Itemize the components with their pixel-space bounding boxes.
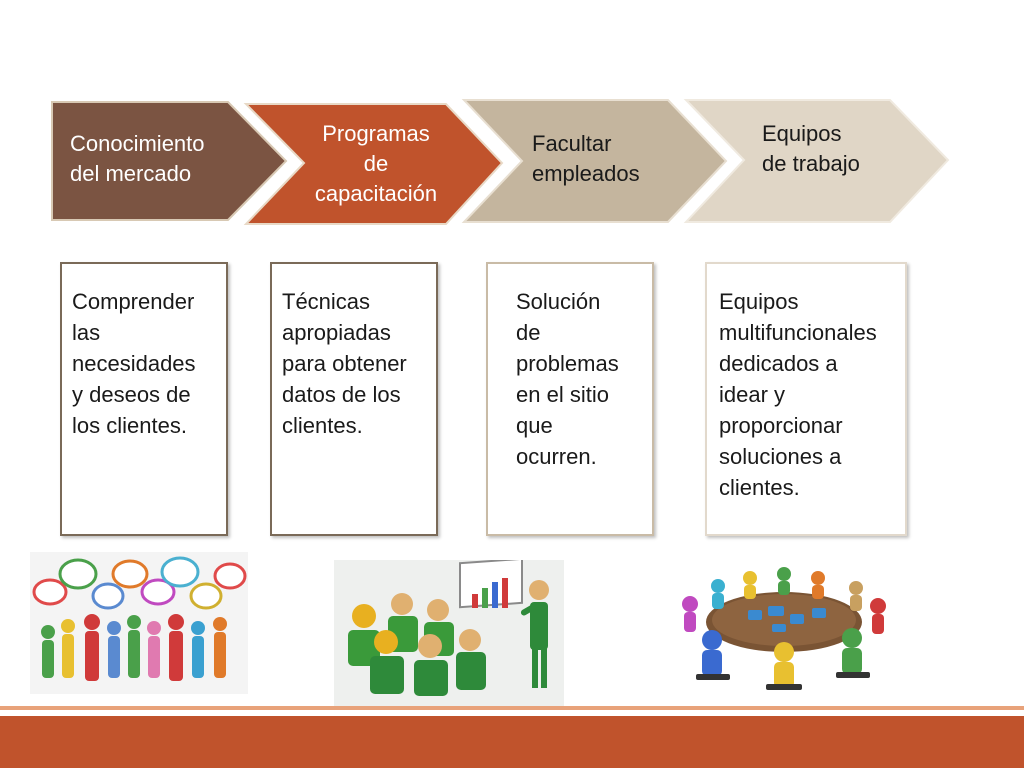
presenter-figure [520, 580, 549, 688]
chevron-step-2: Programas de capacitación [243, 100, 506, 225]
description-box-2: Técnicas apropiadas para obtener datos d… [270, 262, 438, 536]
footer-accent-line [0, 706, 1024, 710]
people-speech-bubbles-illustration [30, 552, 248, 694]
people-figures [41, 614, 227, 681]
chevron-step-4-shape [683, 99, 950, 223]
description-box-4: Equipos multifuncionales dedicados a ide… [705, 262, 907, 536]
chevron-step-1-label: Conocimiento del mercado [70, 131, 205, 186]
chevron-step-4: Equipos de trabajo [683, 99, 950, 223]
chevron-step-3: Facultar empleados [461, 99, 728, 223]
chairs [696, 672, 870, 690]
training-presentation-illustration [334, 560, 564, 706]
description-box-3-text: Solución de problemas en el sitio que oc… [516, 289, 619, 469]
description-box-1-text: Comprender las necesidades y deseos de l… [72, 289, 196, 438]
process-chevrons: Conocimiento del mercado Programas de ca… [0, 0, 1024, 240]
chevron-step-3-shape [461, 99, 728, 223]
speech-bubbles [32, 556, 247, 610]
team-puzzle-table-illustration [672, 566, 896, 696]
audience-figures [348, 593, 486, 696]
chevron-step-2-label: Programas de capacitación [314, 121, 438, 206]
team-figures [682, 567, 886, 688]
puzzle-pieces [748, 606, 826, 632]
description-box-3: Solución de problemas en el sitio que oc… [486, 262, 654, 536]
presentation-board [459, 560, 523, 609]
chevron-step-1: Conocimiento del mercado [51, 100, 288, 222]
description-box-1: Comprender las necesidades y deseos de l… [60, 262, 228, 536]
chevron-step-2-shape [243, 103, 504, 225]
chevron-step-4-label: Equipos de trabajo [762, 121, 860, 176]
description-box-2-text: Técnicas apropiadas para obtener datos d… [282, 289, 407, 438]
footer-bar [0, 716, 1024, 768]
chevron-step-1-shape [51, 101, 288, 221]
chevron-step-3-label: Facultar empleados [532, 131, 640, 186]
description-box-4-text: Equipos multifuncionales dedicados a ide… [719, 289, 877, 500]
